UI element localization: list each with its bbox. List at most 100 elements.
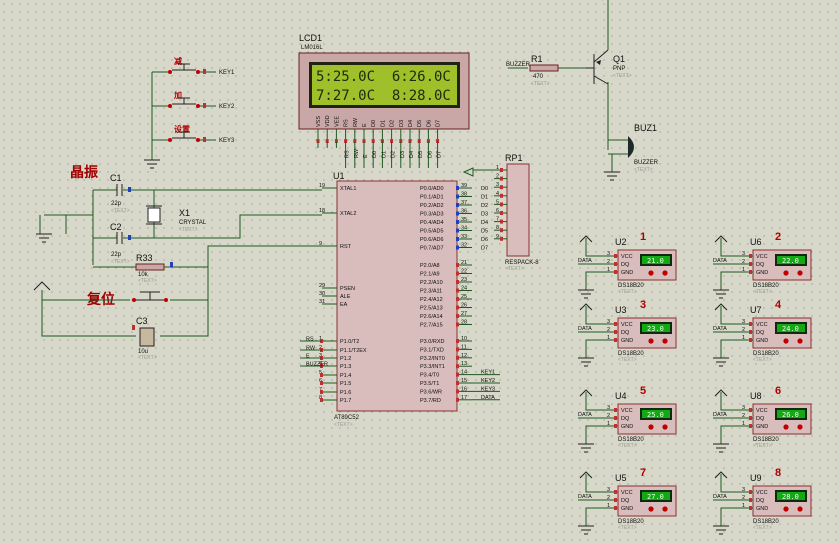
mcu-model: AT89C52 (334, 415, 360, 421)
c3-ref: C3 (136, 316, 148, 326)
mcu-pin-number: 13 (461, 361, 467, 367)
sensor-text-ghost: <TEXT> (753, 357, 772, 363)
sensor-index: 6 (775, 385, 781, 397)
buzzer-net-label: BUZZER (506, 62, 531, 68)
sensor-down-button[interactable] (783, 424, 789, 430)
pin-markers (128, 187, 173, 330)
buz1-model: BUZZER (634, 160, 659, 166)
sensor-text-ghost: <TEXT> (618, 357, 637, 363)
lcd-model: LM016L (301, 45, 323, 51)
rp1-pin-marker (500, 211, 503, 215)
sensor-vcc-arrow (714, 303, 728, 311)
mcu-pin-name: P3.3/INT1 (420, 364, 445, 370)
sensor-reading: 28.0 (782, 493, 799, 501)
sensor-ground (578, 525, 594, 535)
sensor-pin-number: 2 (742, 259, 745, 265)
c1-ref: C1 (110, 173, 122, 183)
sensor-down-button[interactable] (648, 424, 654, 430)
sensor-index: 4 (775, 299, 782, 311)
sensor-up-button[interactable] (662, 506, 668, 512)
sensor-up-button[interactable] (662, 338, 668, 344)
q1-ref: Q1 (613, 54, 625, 64)
sensor-down-button[interactable] (783, 506, 789, 512)
sensor-reading: 21.0 (647, 257, 664, 265)
sensor-pin-marker (614, 254, 617, 258)
buzzer-driver: BUZZER R1 470 <TEXT> Q1 PNP <TEXT> BUZ1 … (506, 0, 659, 181)
rp1-pin-number: 9 (496, 234, 499, 240)
sensor-pin-name: GND (621, 338, 633, 344)
sensor-up-button[interactable] (662, 270, 668, 276)
mcu-pin-number: 27 (461, 311, 467, 317)
sensor-index: 5 (640, 385, 646, 397)
mcu-pin-marker (456, 355, 459, 360)
sensor-reading: 22.0 (782, 257, 799, 265)
sensor-display (777, 256, 805, 264)
mcu-p1-net-label: E (306, 354, 310, 360)
sensor-down-button[interactable] (783, 338, 789, 344)
sensor-pin-number: 2 (607, 495, 610, 501)
mcu-p0-net-label: D2 (481, 203, 488, 209)
lcd-bus-label: D5 (418, 151, 424, 158)
mcu-pin-name: P2.1/A9 (420, 272, 440, 278)
r33-ref: R33 (136, 253, 153, 263)
key-switch[interactable] (172, 63, 196, 71)
lcd-ref: LCD1 (299, 33, 322, 43)
sensor-pin-name: DQ (756, 498, 765, 504)
r33-value: 10k (138, 272, 149, 278)
sensor-down-button[interactable] (648, 338, 654, 344)
lcd-module[interactable]: LCD1 LM016L 5:25.0C 6:26.0C 7:27.0C 8:28… (298, 33, 470, 168)
sensor-model: DS18B20 (753, 283, 779, 289)
mcu-pin-marker (456, 364, 459, 369)
q1-model: PNP (613, 66, 625, 72)
rp1-pin-marker (500, 193, 503, 198)
mcu-pin-name: P1.0/T2 (340, 339, 359, 345)
sensor-up-button[interactable] (797, 270, 803, 276)
sensor-down-button[interactable] (648, 270, 654, 276)
mcu-pin-name: P0.4/AD4 (420, 220, 444, 226)
sensor-up-button[interactable] (797, 338, 803, 344)
lcd-bus-label: D1 (381, 151, 387, 158)
sensor-pin-marker (749, 490, 752, 494)
sensor-up-button[interactable] (662, 424, 668, 430)
sensor-up-button[interactable] (797, 506, 803, 512)
mcu-pin-number: 25 (461, 294, 467, 300)
sensor-pin-number: 2 (742, 327, 745, 333)
mcu-p3-net-label: KEY2 (481, 378, 495, 384)
mcu-p0-net-label: D0 (481, 186, 488, 192)
key-contact-left (168, 70, 172, 74)
mcu-pin-number: 10 (461, 336, 467, 342)
lcd-pin-label: E (362, 123, 368, 127)
sensor-vcc-arrow (579, 471, 593, 479)
mcu-p0-net-label: D3 (481, 212, 488, 218)
lcd-line-2: 7:27.0C 8:28.0C (316, 88, 451, 104)
sensor-ref: U8 (750, 391, 762, 401)
mcu-p0-net-label: D5 (481, 229, 488, 235)
reset-btn-contact-2 (164, 298, 168, 302)
sensor-data-label: DATA (578, 258, 592, 264)
key-net-label: KEY3 (219, 138, 235, 144)
sensor-vcc-arrow (714, 471, 728, 479)
r1-ref: R1 (531, 54, 543, 64)
sensor-up-button[interactable] (797, 424, 803, 430)
mcu-pin-name: P2.0/A8 (420, 263, 440, 269)
key-switch[interactable] (172, 131, 196, 139)
sensor-down-button[interactable] (648, 506, 654, 512)
key-switch[interactable] (172, 97, 196, 105)
mcu-pin-marker (456, 186, 459, 190)
lcd-pin-label: D1 (380, 120, 386, 127)
sensor-down-button[interactable] (783, 270, 789, 276)
mcu-pin-name: P0.5/AD5 (420, 229, 444, 235)
